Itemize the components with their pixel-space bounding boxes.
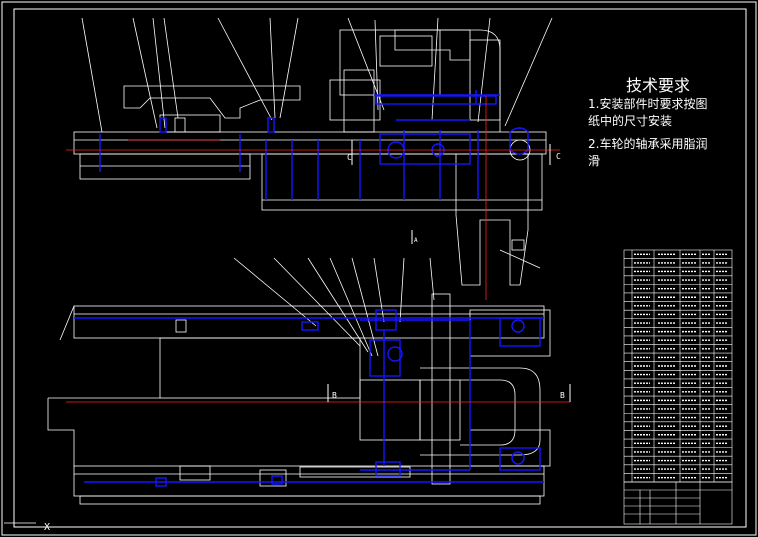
requirement-line-2: 纸中的尺寸安装 (588, 114, 673, 128)
requirement-line-3: 2.车轮的轴承采用脂润 (588, 137, 708, 151)
section-b-markers: B B (327, 384, 571, 402)
top-view (73, 17, 553, 286)
section-b-left-label: B (332, 391, 337, 400)
section-c-left-label: C (347, 153, 352, 162)
section-c-right-label: C (556, 152, 561, 161)
section-c-markers: C C A (347, 140, 561, 244)
requirement-line-4: 滑 (588, 154, 601, 168)
top-view-parts (99, 90, 529, 200)
coordinate-axis-icon: X (44, 522, 50, 533)
drawing-frame-inner (13, 8, 747, 528)
bottom-view-parts (74, 309, 544, 487)
bom-table (623, 249, 733, 525)
bottom-view (47, 257, 551, 505)
requirement-line-1: 1.安装部件时要求按图 (588, 97, 708, 111)
section-a-label: A (414, 237, 418, 244)
section-b-right-label: B (560, 391, 565, 400)
technical-requirements-title: 技术要求 (626, 76, 691, 95)
title-block (623, 481, 733, 525)
